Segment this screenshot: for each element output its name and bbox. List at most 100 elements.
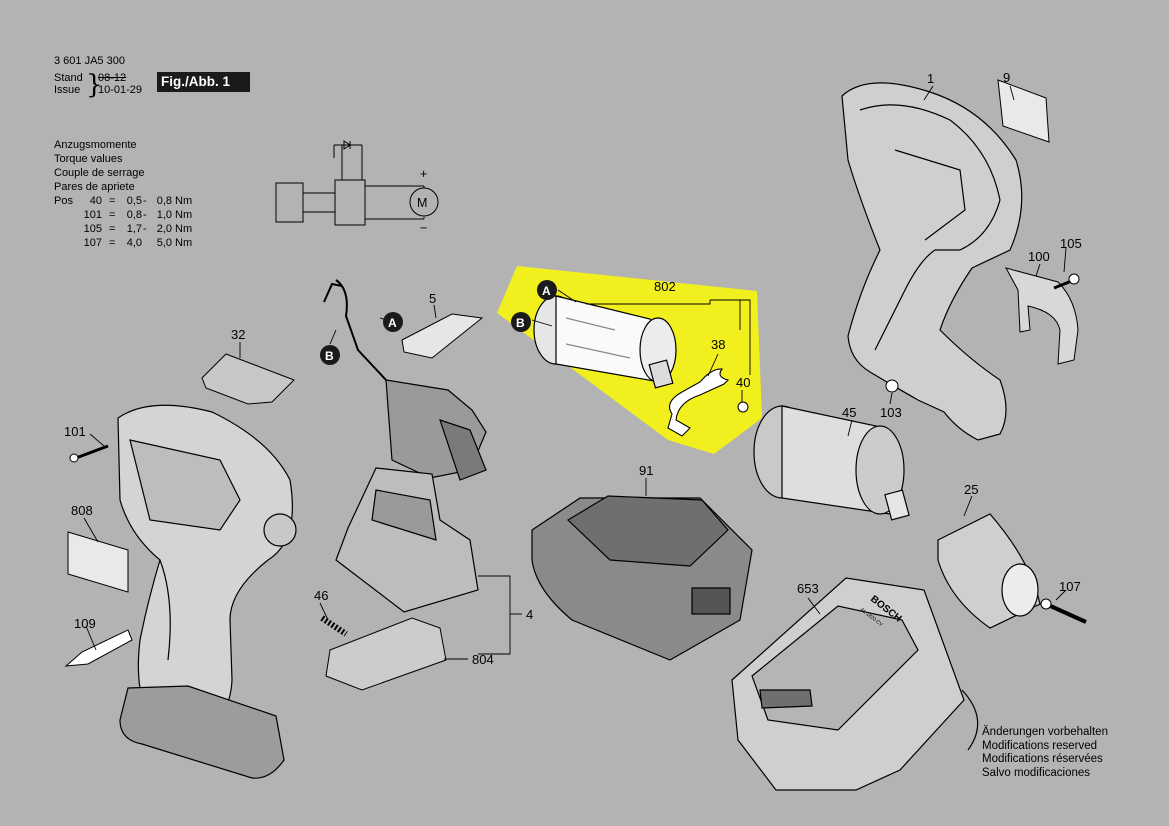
switch-block — [334, 179, 366, 226]
leader-lines — [83, 85, 1067, 660]
figure-label: Fig./Abb. 1 — [157, 72, 250, 92]
torque-dash: - — [143, 223, 147, 235]
note-line: Modifications réservées — [982, 753, 1103, 765]
charger-653 — [731, 577, 979, 791]
screw-40 — [737, 401, 749, 413]
diode-icon — [343, 140, 351, 150]
pos-label: Pos — [54, 195, 73, 207]
callout-32: 32 — [231, 327, 245, 342]
issue-date: 10-01-29 — [98, 84, 143, 96]
torque-unit: Nm — [175, 195, 193, 207]
torque-title-fr: Couple de serrage — [54, 167, 145, 179]
svg-text:B: B — [325, 349, 334, 363]
switch-cover-5 — [401, 313, 484, 359]
label-plate-808 — [67, 531, 129, 593]
spring-46 — [320, 615, 348, 637]
chuck-25 — [937, 513, 1041, 629]
part-number: 3 601 JA5 300 — [54, 55, 125, 67]
callout-numbers: 1 9 100 105 103 5 32 101 808 109 45 91 25 107 653 46 4 80… — [64, 70, 1082, 667]
torque-title-de: Anzugsmomente — [54, 139, 137, 151]
callout-46: 46 — [314, 588, 328, 603]
callout-4: 4 — [526, 607, 533, 622]
screw-105 — [1053, 273, 1080, 290]
belt-clip-100 — [1005, 267, 1079, 365]
note-line: Änderungen vorbehalten — [982, 726, 1108, 738]
motor-symbol: M — [417, 196, 427, 210]
torque-eq: = — [109, 209, 116, 221]
battery-block — [275, 182, 304, 223]
circuit-schematic — [275, 140, 439, 226]
callout-40: 40 — [736, 375, 750, 390]
callout-101: 101 — [64, 424, 86, 439]
note-line: Salvo modificaciones — [982, 766, 1091, 779]
torque-pos: 101 — [83, 209, 102, 221]
callout-808: 808 — [71, 503, 93, 518]
callout-5: 5 — [429, 291, 436, 306]
battery-pack-91 — [531, 495, 753, 661]
callout-105: 105 — [1060, 236, 1082, 251]
callout-653: 653 — [797, 581, 819, 596]
torque-pos: 107 — [83, 237, 102, 249]
screwdriver-bit-109 — [64, 629, 133, 667]
callout-100: 100 — [1028, 249, 1050, 264]
plus-sign: + — [420, 167, 427, 181]
motor-icon — [409, 187, 439, 217]
callout-45: 45 — [842, 405, 856, 420]
torque-dash: - — [143, 209, 147, 221]
svg-text:A: A — [388, 316, 397, 330]
battery-latch-32 — [201, 353, 295, 405]
callout-38: 38 — [711, 337, 725, 352]
torque-title-en: Torque values — [54, 153, 123, 165]
torque-unit: Nm — [175, 223, 193, 235]
torque-to: 0,8 — [156, 195, 172, 207]
torque-to: 1,0 — [156, 209, 172, 221]
callout-25: 25 — [964, 482, 978, 497]
callout-109: 109 — [74, 616, 96, 631]
notes-block: Änderungen vorbehalten Modifications res… — [982, 726, 1108, 780]
torque-unit: Nm — [175, 209, 193, 221]
torque-eq: = — [109, 223, 116, 235]
torque-to: 5,0 — [156, 237, 172, 249]
marker-b: B — [511, 312, 531, 332]
callout-802: 802 — [654, 279, 676, 294]
nut-103 — [885, 379, 899, 393]
header-brace: } — [86, 70, 103, 100]
svg-text:A: A — [542, 284, 551, 298]
callout-103: 103 — [880, 405, 902, 420]
callout-107: 107 — [1059, 579, 1081, 594]
callout-804: 804 — [472, 652, 494, 667]
torque-dash: - — [143, 195, 147, 207]
torque-pos: 40 — [89, 195, 102, 207]
note-line: Modifications reserved — [982, 739, 1098, 752]
torque-from: 1,7 — [126, 223, 142, 235]
stand-label: Stand — [54, 72, 83, 84]
marker-a: A — [383, 312, 403, 332]
stand-old-date: 08-12 — [98, 72, 127, 84]
torque-pos: 105 — [83, 223, 102, 235]
torque-title-es: Pares de apriete — [54, 181, 135, 193]
minus-sign: − — [420, 221, 427, 235]
callout-1: 1 — [927, 71, 934, 86]
marker-b: B — [320, 345, 340, 365]
torque-to: 2,0 — [156, 223, 172, 235]
callout-91: 91 — [639, 463, 653, 478]
marker-a: A — [537, 280, 557, 300]
torque-from: 0,5 — [126, 195, 142, 207]
torque-from: 4,0 — [126, 237, 142, 249]
base-plate-804 — [325, 617, 447, 691]
housing-shell-left — [117, 404, 297, 779]
torque-eq: = — [109, 195, 116, 207]
issue-label: Issue — [54, 84, 81, 96]
switch-assembly — [323, 279, 487, 481]
torque-from: 0,8 — [126, 209, 142, 221]
torque-unit: Nm — [175, 237, 193, 249]
callout-9: 9 — [1003, 70, 1010, 85]
electronics-module-4 — [335, 467, 479, 613]
label-plate-9 — [997, 79, 1050, 143]
torque-eq: = — [109, 237, 116, 249]
screw-107 — [1040, 598, 1087, 624]
washer-plate — [667, 368, 730, 437]
svg-text:B: B — [516, 316, 525, 330]
